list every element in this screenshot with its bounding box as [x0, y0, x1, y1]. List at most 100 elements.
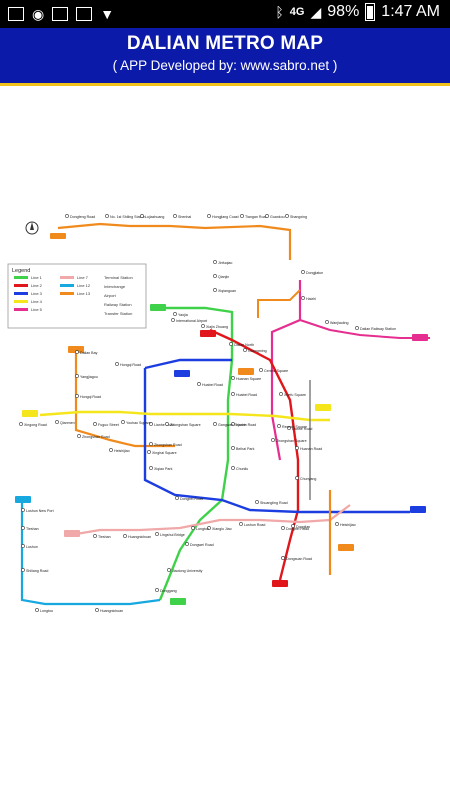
station-marker[interactable] — [271, 438, 275, 442]
station-label[interactable]: Jiaotong University — [172, 569, 203, 573]
station-label[interactable]: Beihai Park — [236, 447, 255, 451]
station-label[interactable]: Shiliang Road — [26, 569, 48, 573]
station-label[interactable]: Shangxing — [290, 215, 307, 219]
station-label[interactable]: Donglian — [296, 525, 310, 529]
station-marker[interactable] — [123, 534, 127, 538]
station-label[interactable]: Hongqi Road — [80, 395, 101, 399]
station-label[interactable]: Dongbei Road — [180, 497, 203, 501]
station-marker[interactable] — [115, 362, 119, 366]
station-label[interactable]: Zhongshan Square — [170, 423, 201, 427]
station-marker[interactable] — [149, 442, 153, 446]
station-marker[interactable] — [191, 526, 195, 530]
station-marker[interactable] — [75, 350, 79, 354]
station-marker[interactable] — [229, 342, 233, 346]
station-label[interactable]: Zhongshan Square — [276, 439, 307, 443]
station-marker[interactable] — [213, 260, 217, 264]
station-marker[interactable] — [19, 422, 23, 426]
station-marker[interactable] — [155, 588, 159, 592]
station-label[interactable]: Xiqiao Park — [154, 467, 173, 471]
station-marker[interactable] — [281, 556, 285, 560]
station-marker[interactable] — [287, 426, 291, 430]
station-label[interactable]: No. 1st Shiling Station — [110, 215, 145, 219]
station-marker[interactable] — [95, 608, 99, 612]
station-label[interactable]: Huabei Road — [202, 383, 223, 387]
station-label[interactable]: Longtou — [40, 609, 53, 613]
station-label[interactable]: Qianmen — [60, 421, 75, 425]
station-label[interactable]: Tieshan — [26, 527, 39, 531]
station-marker[interactable] — [93, 534, 97, 538]
station-label[interactable]: Jinfuqiao — [218, 261, 232, 265]
station-marker[interactable] — [255, 500, 259, 504]
station-label[interactable]: Guangming — [248, 349, 267, 353]
station-label[interactable]: Lushun — [26, 545, 38, 549]
station-label[interactable]: Lingshui Bridge — [160, 533, 185, 537]
station-label[interactable]: Lushun New Port — [26, 509, 54, 513]
station-label[interactable]: Wanjiaoling — [330, 321, 348, 325]
station-label[interactable]: Shenhai — [178, 215, 191, 219]
station-marker[interactable] — [281, 526, 285, 530]
station-label[interactable]: Hongqi Road — [120, 363, 141, 367]
station-marker[interactable] — [231, 376, 235, 380]
station-marker[interactable] — [165, 422, 169, 426]
station-label[interactable]: Central Square — [264, 369, 288, 373]
station-marker[interactable] — [149, 466, 153, 470]
station-label[interactable]: Huangnichuan — [100, 609, 123, 613]
station-label[interactable]: Dongfeng Road — [70, 215, 95, 219]
station-label[interactable]: Heishijiao — [114, 449, 130, 453]
station-label[interactable]: Lujiazhuang — [145, 215, 164, 219]
station-marker[interactable] — [65, 214, 69, 218]
station-marker[interactable] — [231, 422, 235, 426]
station-label[interactable]: Huanan Square — [236, 377, 261, 381]
station-label[interactable]: Hongjiang Coast — [212, 215, 239, 219]
station-label[interactable]: Heishijiao — [340, 523, 356, 527]
station-label[interactable]: Dalian North — [234, 343, 254, 347]
station-marker[interactable] — [240, 214, 244, 218]
station-marker[interactable] — [173, 214, 177, 218]
station-label[interactable]: Yaojia — [178, 313, 188, 317]
station-marker[interactable] — [291, 524, 295, 528]
station-label[interactable]: Qianjin — [218, 275, 229, 279]
station-marker[interactable] — [201, 324, 205, 328]
station-marker[interactable] — [285, 214, 289, 218]
station-label[interactable]: Renmin Square — [282, 425, 307, 429]
station-marker[interactable] — [149, 422, 153, 426]
station-label[interactable]: Xingong Road — [24, 423, 47, 427]
station-marker[interactable] — [21, 526, 25, 530]
station-label[interactable]: Shuangling Road — [260, 501, 288, 505]
station-label[interactable]: Gangwan Square — [218, 423, 246, 427]
station-label[interactable]: Lushun Road — [244, 523, 265, 527]
station-label[interactable]: Huabei Road — [236, 393, 257, 397]
station-label[interactable]: Lianhe Road — [154, 423, 174, 427]
station-marker[interactable] — [173, 312, 177, 316]
station-marker[interactable] — [77, 434, 81, 438]
station-marker[interactable] — [207, 526, 211, 530]
station-marker[interactable] — [21, 508, 25, 512]
station-marker[interactable] — [213, 422, 217, 426]
station-label[interactable]: Dalian Bay — [80, 351, 98, 355]
station-label[interactable]: Haizhi — [306, 297, 316, 301]
station-marker[interactable] — [121, 420, 125, 424]
station-label[interactable]: Dongjiatun — [306, 271, 323, 275]
station-marker[interactable] — [355, 326, 359, 330]
station-marker[interactable] — [243, 348, 247, 352]
station-marker[interactable] — [109, 448, 113, 452]
station-label[interactable]: Xiqianguan — [218, 289, 236, 293]
station-label[interactable]: Yangjiagou — [80, 375, 98, 379]
station-marker[interactable] — [335, 522, 339, 526]
station-label[interactable]: Longtou — [196, 527, 209, 531]
station-label[interactable]: Chunliu — [236, 467, 248, 471]
station-label[interactable]: Lianhe Road — [292, 427, 312, 431]
station-label[interactable]: Huangnichuan — [128, 535, 151, 539]
station-label[interactable]: Chunyang — [300, 477, 316, 481]
station-marker[interactable] — [140, 214, 144, 218]
station-marker[interactable] — [265, 214, 269, 218]
station-marker[interactable] — [155, 532, 159, 536]
station-marker[interactable] — [295, 446, 299, 450]
station-label[interactable]: Zhongshan Road — [154, 443, 182, 447]
station-label[interactable]: Fuguo Street — [98, 423, 119, 427]
station-marker[interactable] — [105, 214, 109, 218]
station-label[interactable]: Harbin Road — [236, 423, 256, 427]
station-marker[interactable] — [175, 496, 179, 500]
